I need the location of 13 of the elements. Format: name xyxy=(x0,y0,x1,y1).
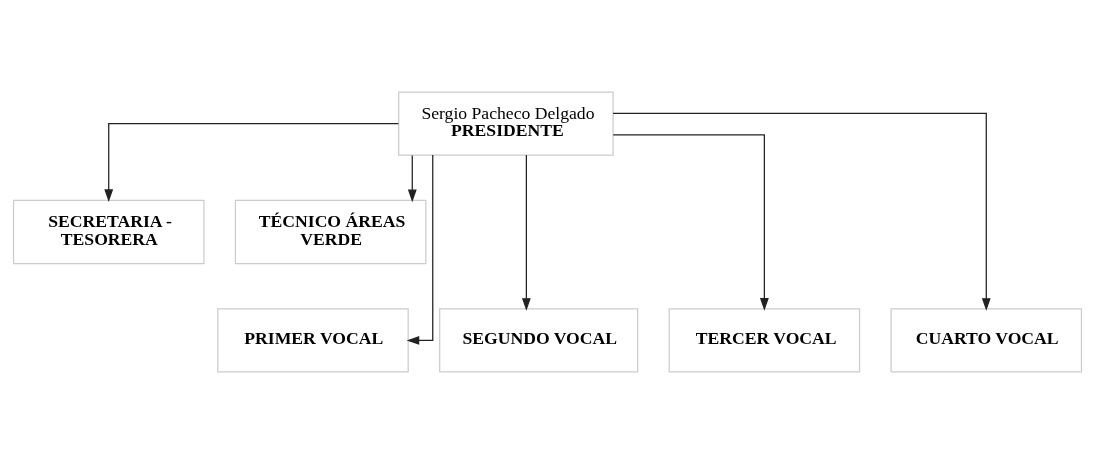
arrow xyxy=(406,153,434,345)
arrow xyxy=(407,154,417,202)
arrow xyxy=(612,133,769,311)
node-box: Sergio Pacheco Delgado PRESIDENTE xyxy=(398,90,614,156)
node-box: SECRETARIA - TESORERA xyxy=(12,199,205,264)
node-box: CUARTO VOCAL xyxy=(890,307,1083,373)
arrow xyxy=(521,153,531,311)
node-box: SEGUNDO VOCAL xyxy=(439,307,639,373)
arrow xyxy=(612,112,991,311)
node-box: TERCER VOCAL xyxy=(668,307,861,373)
node-box: TÉCNICO ÁREAS VERDE xyxy=(234,199,427,264)
arrow xyxy=(104,122,400,202)
node-box: PRIMER VOCAL xyxy=(217,307,409,373)
